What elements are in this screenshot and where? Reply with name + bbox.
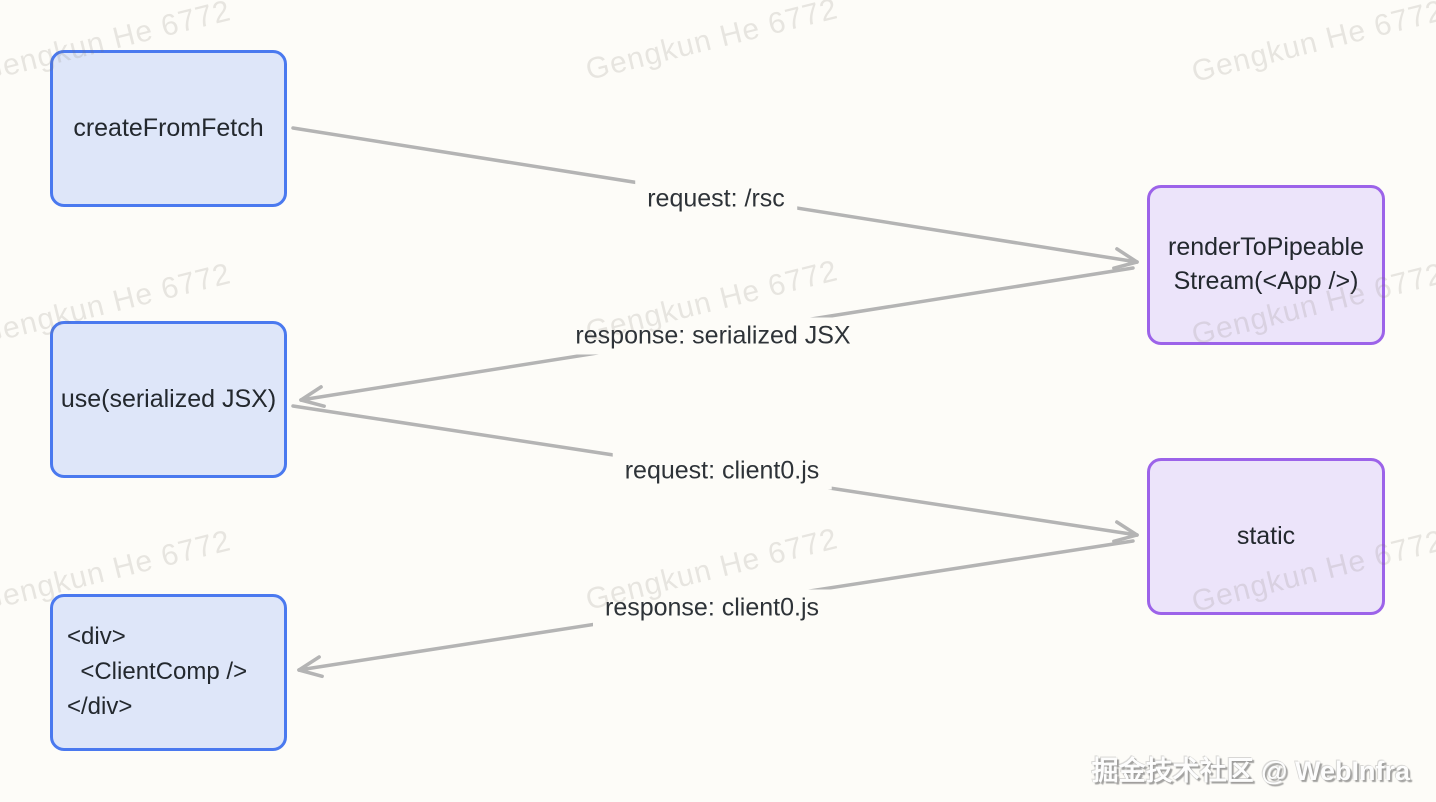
node-client-comp-markup: <div> <ClientComp /> </div> bbox=[50, 594, 287, 751]
arrowhead bbox=[1115, 520, 1139, 537]
node-label: <div> <ClientComp /> </div> bbox=[67, 623, 248, 720]
credit-watermark: 掘金技术社区 @ WebInfra bbox=[1091, 756, 1410, 786]
node-label: use(serialized JSX) bbox=[60, 384, 277, 413]
edge-label-request-rsc: request: /rsc bbox=[635, 180, 797, 218]
arrowhead bbox=[299, 398, 326, 408]
node-create-from-fetch: createFromFetch bbox=[50, 50, 287, 207]
node-label: createFromFetch bbox=[73, 113, 264, 142]
node-static: static bbox=[1147, 458, 1385, 615]
arrowhead bbox=[1112, 533, 1139, 544]
arrowhead bbox=[1115, 247, 1139, 264]
arrowhead bbox=[299, 385, 323, 402]
edge-label-request-client0js: request: client0.js bbox=[612, 452, 832, 490]
edge-label-response-client0js: response: client0.js bbox=[592, 589, 832, 627]
arrowhead bbox=[297, 668, 324, 679]
node-label: static bbox=[1236, 521, 1296, 550]
node-use-serialized-jsx: use(serialized JSX) bbox=[50, 321, 287, 478]
edge-label-response-serialized-jsx: response: serialized JSX bbox=[563, 317, 863, 355]
node-render-to-pipeable-stream: renderToPipeableStream(<App />) bbox=[1147, 185, 1385, 345]
arrowhead bbox=[297, 655, 321, 672]
node-label: renderToPipeableStream(<App />) bbox=[1168, 233, 1364, 295]
arrowhead bbox=[1112, 260, 1139, 270]
